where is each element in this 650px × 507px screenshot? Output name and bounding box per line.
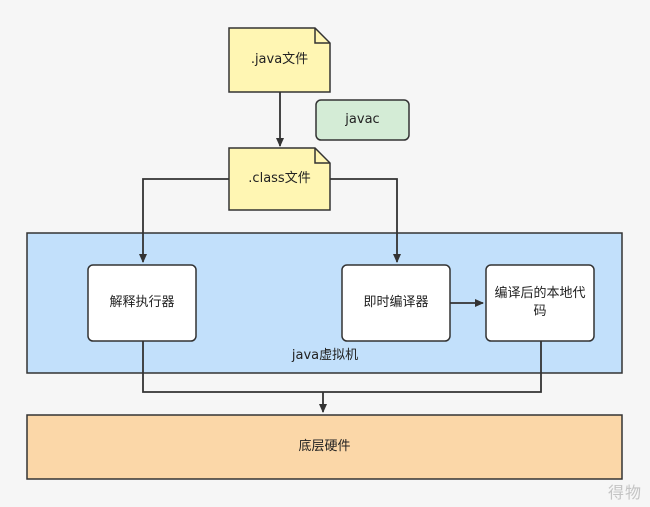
jvm-label: java虚拟机 — [291, 348, 359, 364]
interpreter-label: 解释执行器 — [109, 295, 175, 311]
edge-interpreter-merge — [142, 341, 542, 393]
java-file-fold — [314, 28, 330, 44]
native-code-shape — [485, 264, 595, 342]
watermark: 得物 — [607, 483, 642, 502]
java-file-shape — [228, 27, 331, 93]
edge-class-to-interpreter — [139, 178, 229, 263]
class-file-label: .class文件 — [248, 171, 311, 187]
hardware-label: 底层硬件 — [298, 439, 351, 455]
edge-class-to-jit — [330, 178, 401, 263]
class-file-shape — [228, 147, 331, 211]
class-file-fold — [314, 148, 330, 164]
interpreter-shape — [87, 264, 197, 342]
javac-shape — [315, 99, 410, 141]
jit-compiler-label: 即时编译器 — [363, 295, 429, 311]
native-code-label: 编译后的本地代码 — [494, 286, 586, 319]
hardware-box — [26, 414, 623, 480]
java-file-label: .java文件 — [250, 52, 309, 68]
javac-label: javac — [345, 112, 380, 128]
